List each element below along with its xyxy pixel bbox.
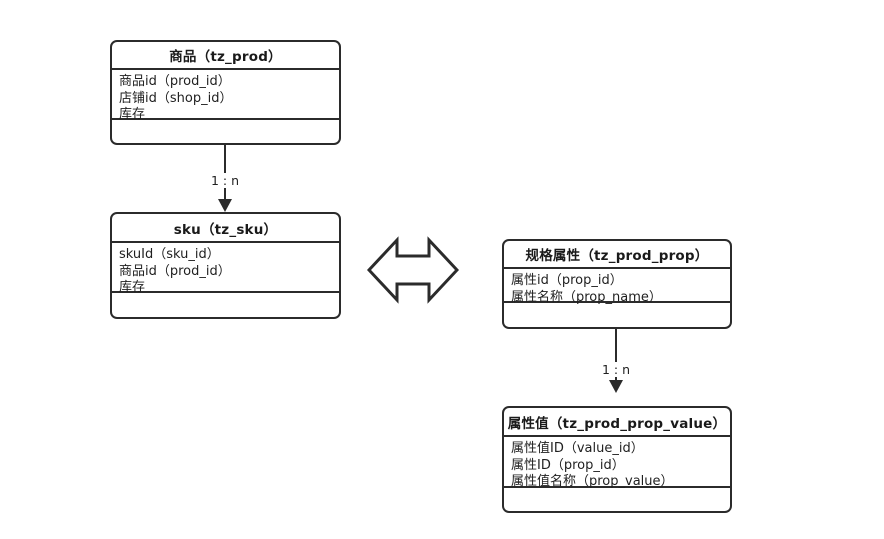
connector-line-prop-value (615, 329, 617, 381)
attribute-row: 属性值名称（prop_value） (511, 474, 674, 489)
entity-methods (504, 488, 730, 512)
entity-title: 规格属性（tz_prod_prop） (504, 241, 730, 269)
attribute-row: 属性值ID（value_id） (511, 441, 644, 456)
entity-tz-prod-prop[interactable]: 规格属性（tz_prod_prop） 属性id（prop_id） 属性名称（pr… (502, 239, 732, 329)
down-arrow-icon (218, 199, 232, 212)
entity-tz-sku[interactable]: sku（tz_sku） skuId（sku_id） 商品id（prod_id） … (110, 212, 341, 319)
attribute-row: 库存 (119, 280, 146, 295)
entity-methods (112, 120, 339, 143)
attribute-row: 库存 (119, 107, 146, 122)
entity-attributes: 属性值ID（value_id） 属性ID（prop_id） 属性值名称（prop… (504, 437, 730, 489)
attribute-row: 属性id（prop_id） (511, 273, 623, 288)
entity-tz-prod[interactable]: 商品（tz_prod） 商品id（prod_id） 店铺id（shop_id） … (110, 40, 341, 145)
entity-methods (112, 293, 339, 317)
connector-line-prod-sku (224, 145, 226, 200)
entity-attributes: 属性id（prop_id） 属性名称（prop_name） (504, 269, 730, 305)
entity-attributes: 商品id（prod_id） 店铺id（shop_id） 库存 (112, 70, 339, 122)
entity-attributes: skuId（sku_id） 商品id（prod_id） 库存 (112, 243, 339, 295)
attribute-row: 商品id（prod_id） (119, 74, 231, 89)
down-arrow-icon (609, 380, 623, 393)
attribute-row: 店铺id（shop_id） (119, 90, 233, 106)
attribute-row: 属性ID（prop_id） (511, 457, 625, 473)
entity-methods (504, 303, 730, 327)
entity-title: 商品（tz_prod） (112, 42, 339, 70)
attribute-row: skuId（sku_id） (119, 247, 220, 262)
attribute-row: 商品id（prod_id） (119, 263, 231, 279)
entity-title: sku（tz_sku） (112, 214, 339, 243)
bidirectional-arrow-icon (366, 234, 460, 306)
connector-label-prod-sku: 1 : n (208, 173, 243, 188)
entity-title: 属性值（tz_prod_prop_value） (504, 408, 730, 437)
entity-tz-prod-prop-value[interactable]: 属性值（tz_prod_prop_value） 属性值ID（value_id） … (502, 406, 732, 513)
connector-label-prop-value: 1 : n (599, 362, 634, 377)
attribute-row: 属性名称（prop_name） (511, 289, 662, 305)
